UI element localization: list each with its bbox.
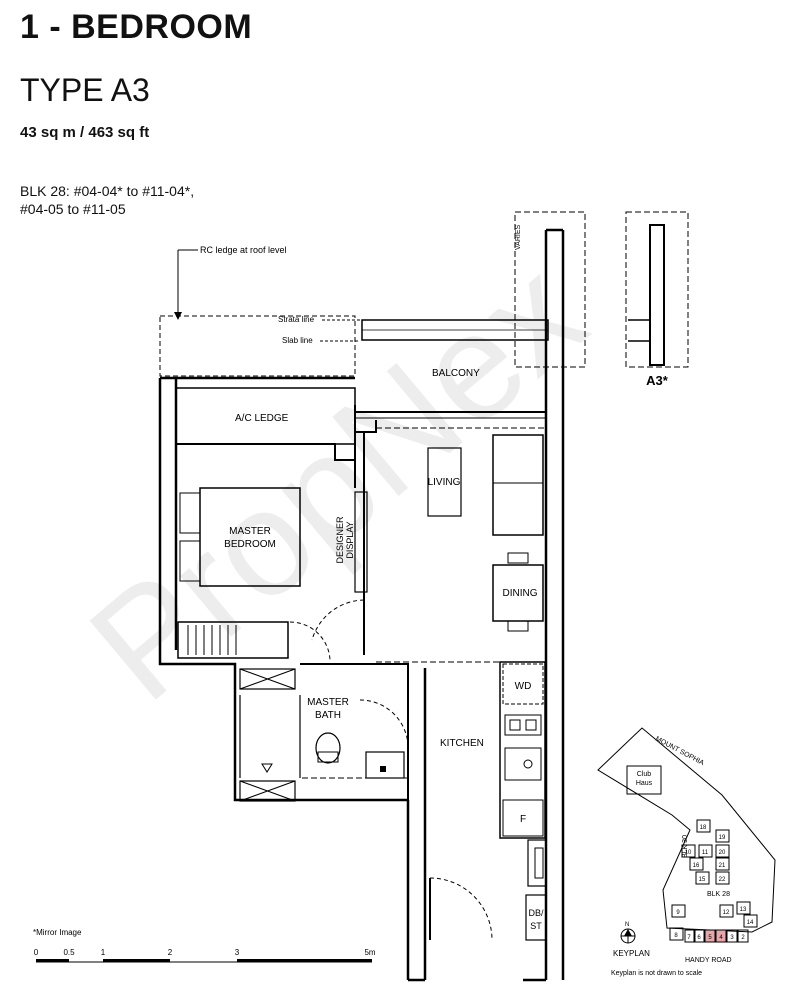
scale-label-2: 2 <box>168 948 173 957</box>
block-8: 8 <box>674 933 678 939</box>
dbst-label-2: ST <box>530 921 542 931</box>
block-9: 9 <box>676 910 680 916</box>
scale-label-3: 3 <box>235 948 240 957</box>
block-16: 16 <box>693 863 700 869</box>
block-22: 22 <box>719 877 726 883</box>
balcony-label: BALCONY <box>432 368 480 379</box>
strata-line-label: Strata line <box>278 315 315 324</box>
block-6: 6 <box>697 935 701 941</box>
block-18: 18 <box>700 825 707 831</box>
inset-label: A3* <box>646 373 669 388</box>
designer-display-label-2: DISPLAY <box>345 521 355 558</box>
unit-list: BLK 28: #04-04* to #11-04*, #04-05 to #1… <box>20 182 194 218</box>
club-label-2: Haus <box>636 780 653 787</box>
rc-ledge-label: RC ledge at roof level <box>200 245 287 255</box>
club-label-1: Club <box>637 771 652 778</box>
block-12: 12 <box>723 910 730 916</box>
block-4: 4 <box>719 935 723 941</box>
scale-label-0: 0 <box>34 948 39 957</box>
watermark: PropNex <box>59 228 614 732</box>
blk28-label: BLK 28 <box>707 891 730 898</box>
block-3: 3 <box>730 935 734 941</box>
unit-list-line2: #04-05 to #11-05 <box>20 201 126 217</box>
mount-sophia-label: MOUNT SOPHIA <box>654 736 705 768</box>
scale-bar: 0 0.5 1 2 3 5m <box>34 948 376 963</box>
block-14: 14 <box>747 920 754 926</box>
page-title: 1 - BEDROOM <box>20 8 253 46</box>
mirror-note: *Mirror Image <box>33 928 82 937</box>
scale-label-05: 0.5 <box>63 948 75 957</box>
block-5: 5 <box>708 935 712 941</box>
dbst-label-1: DB/ <box>528 908 544 918</box>
master-bath-label-2: BATH <box>315 710 341 721</box>
fridge-label: F <box>520 814 526 825</box>
block-11-blk30: 11 <box>702 850 709 856</box>
varies-label: VARIES <box>515 225 522 250</box>
unit-list-line1: BLK 28: #04-04* to #11-04*, <box>20 183 195 199</box>
ac-ledge-label: A/C LEDGE <box>235 413 289 424</box>
unit-type: TYPE A3 <box>20 72 150 108</box>
designer-display-label-1: DESIGNER <box>335 516 345 564</box>
living-label: LIVING <box>428 477 461 488</box>
scale-label-1: 1 <box>101 948 106 957</box>
wd-label: WD <box>515 681 532 692</box>
dining-label: DINING <box>503 588 538 599</box>
block-15: 15 <box>699 877 706 883</box>
north-label: N <box>625 922 629 928</box>
slab-line-label: Slab line <box>282 336 313 345</box>
block-7: 7 <box>687 935 691 941</box>
block-13: 13 <box>740 907 747 913</box>
unit-area: 43 sq m / 463 sq ft <box>20 124 150 141</box>
keyplan-label: KEYPLAN <box>613 949 650 958</box>
block-21: 21 <box>719 863 726 869</box>
block-20: 20 <box>719 850 726 856</box>
blk30-label: BLK 30 <box>682 835 689 858</box>
scale-label-5: 5m <box>364 948 375 957</box>
master-bedroom-label-2: BEDROOM <box>224 539 276 550</box>
keyplan-note: Keyplan is not drawn to scale <box>611 970 702 977</box>
block-2: 2 <box>741 935 745 941</box>
block-19: 19 <box>719 835 726 841</box>
kitchen-label: KITCHEN <box>440 738 484 749</box>
keyplan: MOUNT SOPHIA Club Haus BLK 30 BLK 28 18 … <box>597 727 776 977</box>
master-bath-label-1: MASTER <box>307 697 349 708</box>
handy-road-label: HANDY ROAD <box>685 957 732 964</box>
north-arrow-icon: N <box>620 922 636 944</box>
block-10-blk30: 10 <box>685 850 692 856</box>
master-bedroom-label-1: MASTER <box>229 526 271 537</box>
